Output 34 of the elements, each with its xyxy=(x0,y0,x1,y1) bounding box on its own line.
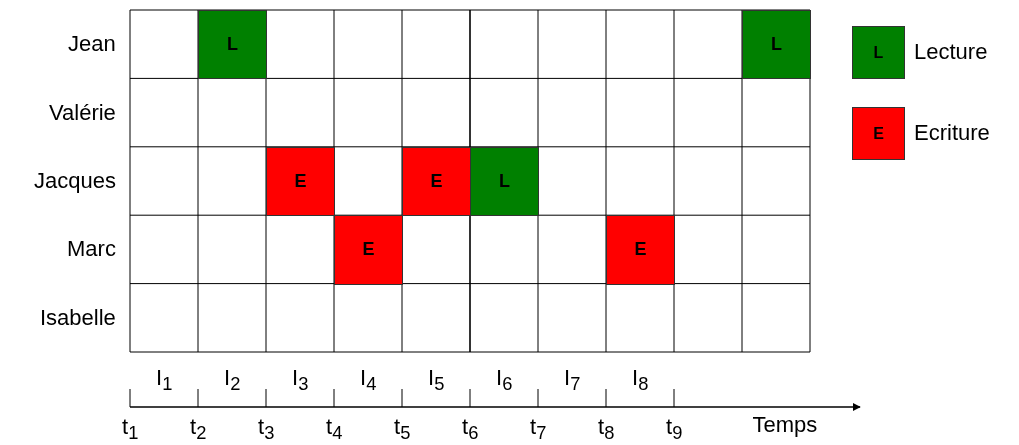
row-label: Valérie xyxy=(49,99,116,126)
interval-label: I$_{3}$ xyxy=(292,365,309,396)
interval-label: I$_{4}$ xyxy=(360,365,377,396)
legend-swatch: E xyxy=(852,107,905,160)
row-label: Jacques xyxy=(34,168,116,194)
interval-label: I$_{1}$ xyxy=(156,365,173,396)
interval-label: I$_{5}$ xyxy=(428,365,445,396)
event-cell: E xyxy=(334,215,403,285)
time-label: t$_{6}$ xyxy=(462,414,479,445)
time-label: t$_{1}$ xyxy=(122,414,139,445)
time-label: t$_{2}$ xyxy=(190,414,207,445)
time-label: t$_{8}$ xyxy=(598,414,615,445)
row-label: Isabelle xyxy=(40,304,116,331)
axis-label: Temps xyxy=(752,412,818,438)
interval-label: I$_{7}$ xyxy=(564,365,581,396)
legend-label: Lecture xyxy=(914,39,988,65)
row-label: Marc xyxy=(67,236,116,263)
legend-swatch: L xyxy=(852,26,905,79)
legend-label: Ecriture xyxy=(914,120,990,146)
event-cell: E xyxy=(266,146,335,217)
time-label: t$_{9}$ xyxy=(666,414,683,445)
interval-label: I$_{8}$ xyxy=(632,365,649,396)
time-label: t$_{4}$ xyxy=(326,414,343,445)
time-label: t$_{3}$ xyxy=(258,414,275,445)
event-cell: L xyxy=(470,146,539,217)
interval-label: I$_{6}$ xyxy=(496,365,513,396)
interval-label: I$_{2}$ xyxy=(224,365,241,396)
event-cell: E xyxy=(402,146,471,217)
time-label: t$_{5}$ xyxy=(394,414,411,445)
row-label: Jean xyxy=(68,31,116,58)
event-cell: L xyxy=(198,10,267,80)
event-cell: E xyxy=(606,215,675,285)
event-cell: L xyxy=(742,10,811,80)
time-label: t$_{7}$ xyxy=(530,414,547,445)
